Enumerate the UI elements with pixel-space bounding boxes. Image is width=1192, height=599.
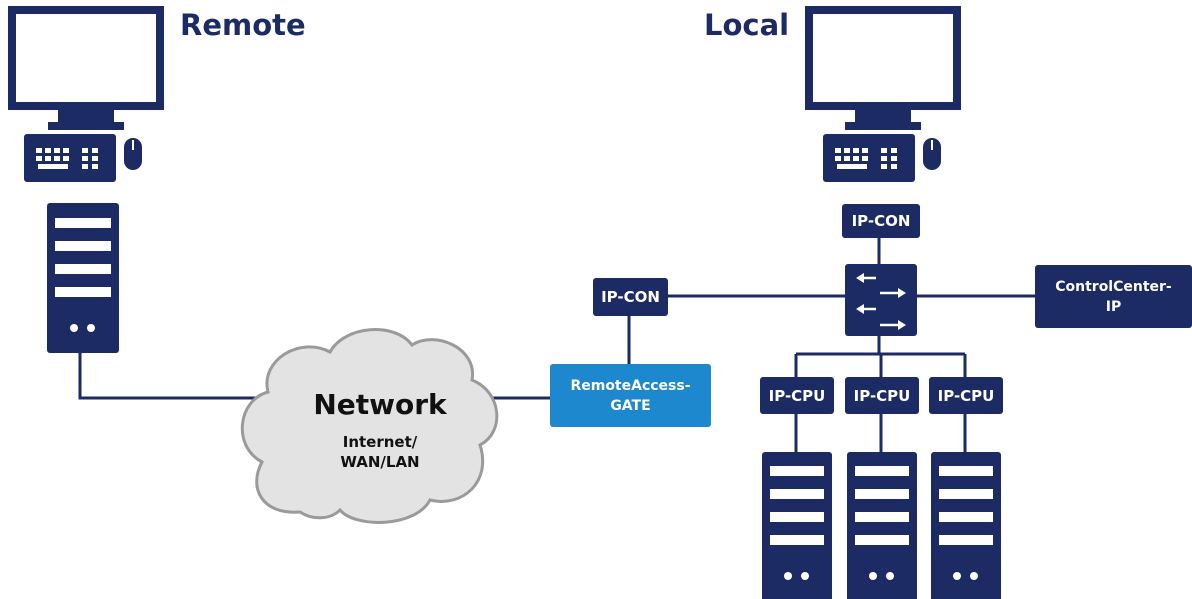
control-center-label-line1: ControlCenter- xyxy=(1055,278,1172,295)
gate-label-line1: RemoteAccess- xyxy=(570,377,691,394)
remote-keyboard-mouse-icon xyxy=(23,133,143,183)
local-monitor-icon xyxy=(809,10,957,130)
ip-con-top-box: IP-CON xyxy=(842,204,920,238)
network-subtitle-line1: Internet/ xyxy=(342,433,418,451)
cpu-server-tower-icon-3 xyxy=(931,452,1001,599)
network-switch-icon xyxy=(845,264,917,336)
network-cloud-icon xyxy=(240,328,499,524)
remote-to-network-line xyxy=(78,352,262,400)
remote-monitor-icon xyxy=(12,10,160,130)
ip-cpu-box-2: IP-CPU xyxy=(845,377,919,414)
ip-con-left-box: IP-CON xyxy=(593,278,668,316)
gate-label-line2: GATE xyxy=(610,397,651,414)
local-keyboard-mouse-icon xyxy=(822,133,942,183)
local-label: Local xyxy=(704,8,790,42)
control-center-label-line2: IP xyxy=(1105,298,1122,315)
remote-computer-tower-icon xyxy=(47,203,119,353)
control-center-box: ControlCenter- IP xyxy=(1035,265,1192,328)
network-subtitle-line2: WAN/LAN xyxy=(340,453,420,471)
remote-label: Remote xyxy=(180,8,306,42)
cpu-server-tower-icon-2 xyxy=(847,452,917,599)
network-title: Network xyxy=(313,388,447,421)
cpu-server-tower-icon-1 xyxy=(762,452,832,599)
ip-cpu-box-1: IP-CPU xyxy=(760,377,834,414)
ip-cpu-box-3: IP-CPU xyxy=(929,377,1003,414)
connection-lines xyxy=(78,238,1035,452)
remote-access-gate-box: RemoteAccess- GATE xyxy=(550,364,711,427)
